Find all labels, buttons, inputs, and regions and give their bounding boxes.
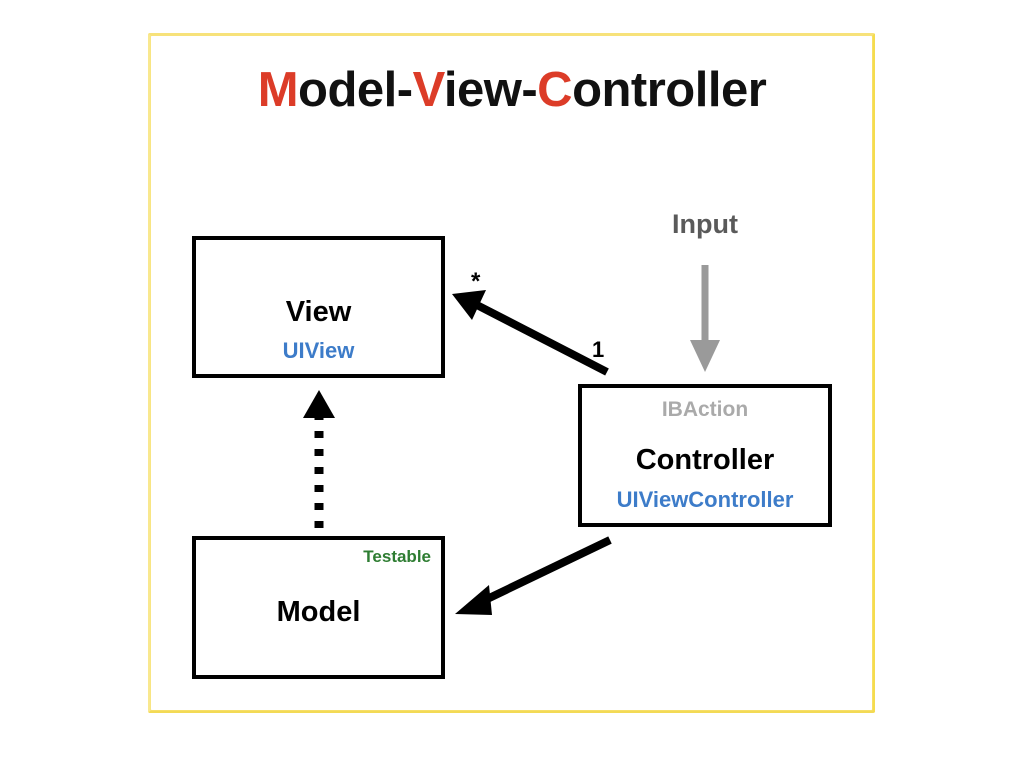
title-letter-m: M [257,63,299,117]
node-controller[interactable]: IBAction Controller UIViewController [578,384,832,527]
page-title: Model-View-Controller [0,62,1024,118]
node-controller-subtitle: UIViewController [616,487,794,512]
title-letter-v: V [412,63,445,117]
edge-label-controller-multiplicity: 1 [592,337,605,362]
arrow-input [690,265,720,372]
edge-label-input: Input [672,209,738,239]
title-text-odel: odel- [298,63,413,117]
node-model-title: Model [276,596,361,628]
node-view-title: View [285,296,352,328]
edge-label-view-multiplicity: * [471,268,481,295]
arrow-controller-to-model [455,536,612,615]
node-view[interactable]: View UIView [192,236,445,378]
arrow-controller-to-view [452,290,609,376]
title-text-iew: iew- [443,63,538,117]
arrow-model-to-view [303,390,335,528]
node-model-testable-badge: Testable [363,547,431,566]
node-model[interactable]: Testable Model [192,536,445,679]
title-letter-c: C [537,63,573,117]
node-controller-title: Controller [635,444,775,476]
node-view-subtitle: UIView [282,338,355,363]
node-controller-caption: IBAction [661,398,749,421]
title-text-ontroller: ontroller [572,63,767,117]
